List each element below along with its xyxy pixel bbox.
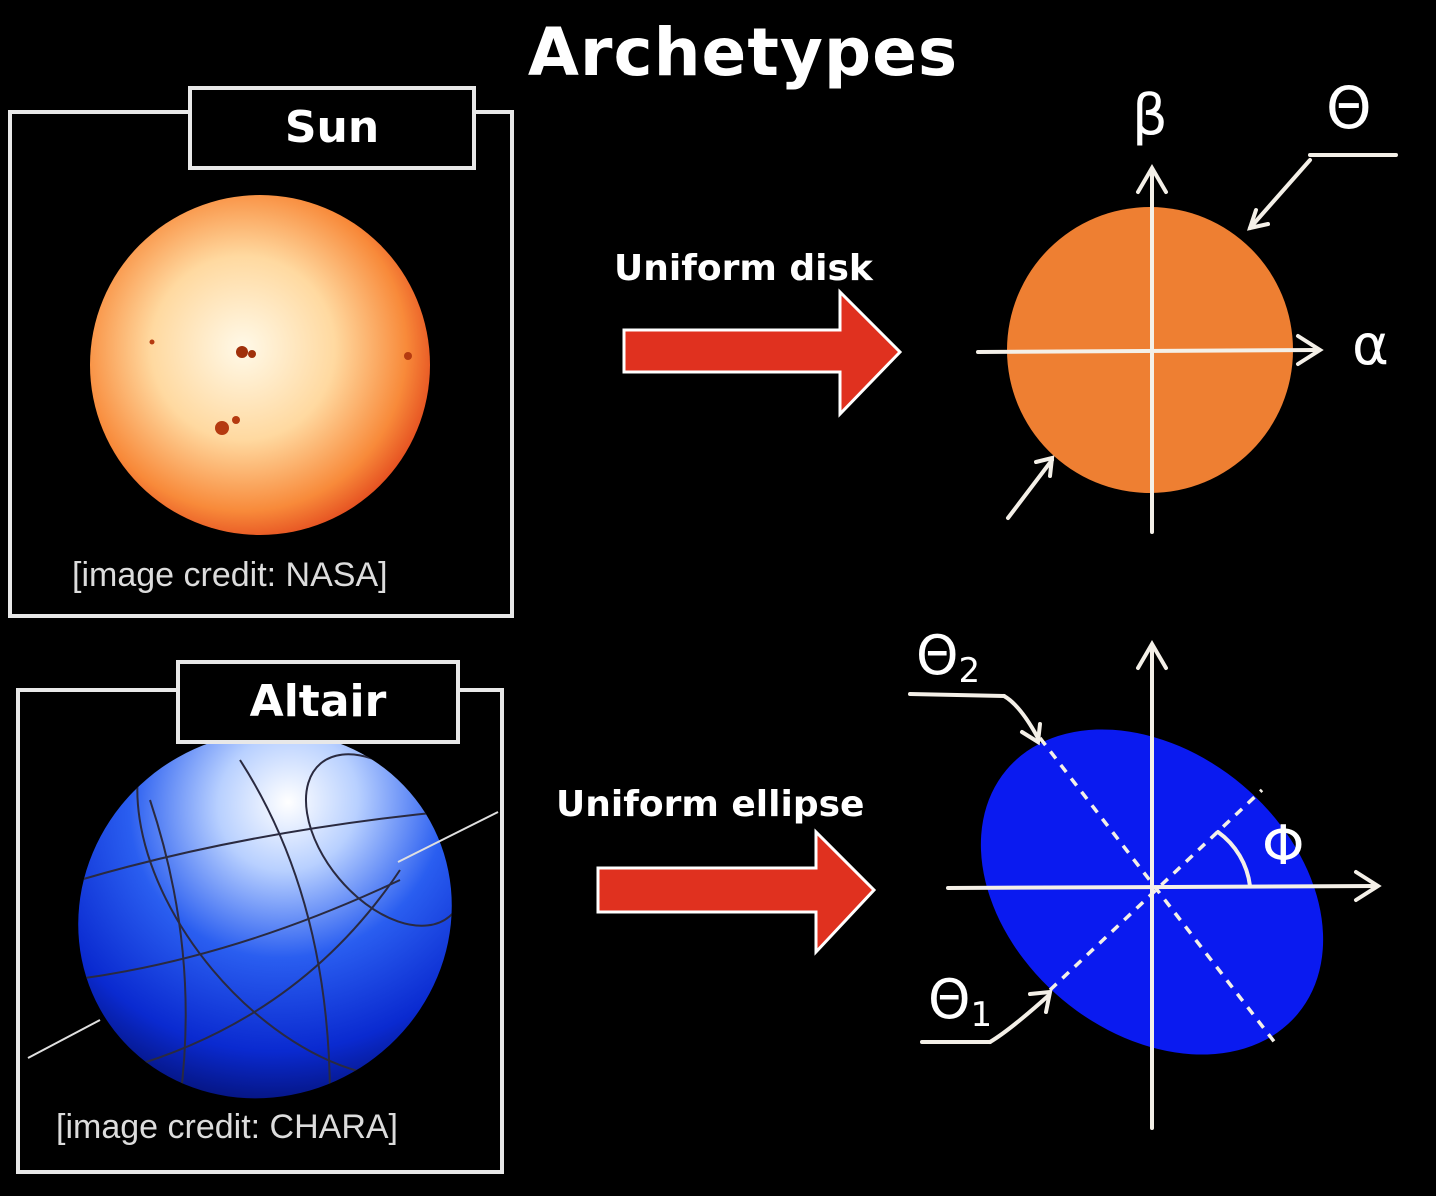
arrow-to-disk xyxy=(622,288,903,418)
sun-image xyxy=(90,195,430,535)
altair-image-credit: [image credit: CHARA] xyxy=(56,1108,398,1146)
theta2-label: Θ2 xyxy=(916,624,980,691)
phi-angle-label: Φ xyxy=(1262,814,1305,877)
arrow-to-ellipse xyxy=(596,828,877,956)
sun-label: Sun xyxy=(188,86,476,170)
slide-title: Archetypes xyxy=(527,14,959,91)
uniform-disk-caption: Uniform disk xyxy=(614,248,873,289)
uniform-disk-diagram xyxy=(976,153,1398,534)
uniform-ellipse-caption: Uniform ellipse xyxy=(556,784,865,825)
alpha-axis-label: α xyxy=(1352,313,1389,378)
altair-label: Altair xyxy=(176,660,460,744)
beta-axis-label: β xyxy=(1132,83,1168,148)
theta1-label: Θ1 xyxy=(928,968,992,1035)
theta-diameter-label: Θ xyxy=(1326,74,1372,142)
uniform-ellipse-diagram xyxy=(908,640,1382,1130)
sun-image-credit: [image credit: NASA] xyxy=(72,556,388,594)
